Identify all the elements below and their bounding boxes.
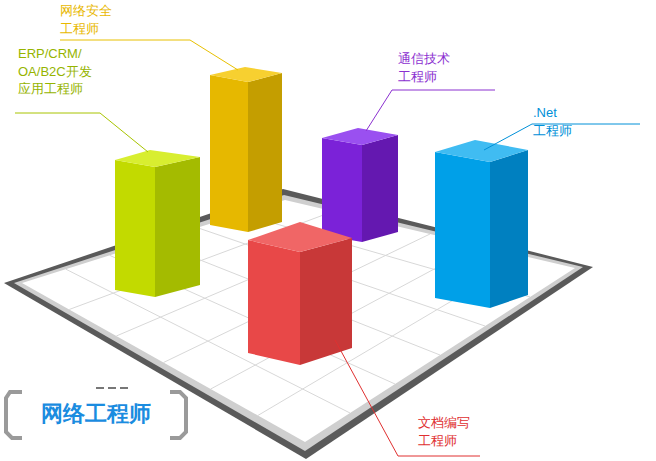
callout-label: 通信技术 工程师	[398, 50, 450, 85]
leader-line	[15, 113, 148, 152]
bar-face	[115, 160, 155, 297]
bar-face	[210, 75, 248, 232]
bar-face	[300, 238, 352, 365]
bar	[115, 150, 200, 297]
bar	[210, 67, 282, 232]
bar-face	[362, 135, 398, 242]
badge-bracket	[6, 392, 22, 438]
callout-label: .Net 工程师	[533, 104, 572, 139]
bar	[322, 128, 398, 242]
callout-label: 文档编写 工程师	[418, 414, 470, 449]
bar-face	[490, 150, 528, 308]
bars	[115, 67, 528, 365]
bar-face	[322, 138, 362, 242]
bar-face	[210, 67, 282, 82]
bar-face	[248, 73, 282, 232]
badge-dashes	[96, 387, 128, 389]
bar-face	[115, 150, 200, 167]
bar-face	[248, 222, 352, 252]
bar-face	[248, 240, 300, 365]
callout-label: ERP/CRM/ OA/B2C开发 应用工程师	[18, 45, 92, 98]
bar-face	[435, 140, 528, 162]
leader-line	[335, 340, 480, 456]
bar-face	[155, 157, 200, 297]
badge-ground	[8, 390, 184, 438]
leader-line	[366, 90, 495, 131]
title: 网络工程师	[41, 401, 151, 427]
bar	[435, 140, 528, 308]
title-badge	[6, 388, 186, 438]
bar-face	[322, 128, 398, 145]
callout-label: 网络安全 工程师	[60, 2, 112, 37]
badge-bracket	[170, 392, 186, 438]
bar-face	[435, 152, 490, 308]
